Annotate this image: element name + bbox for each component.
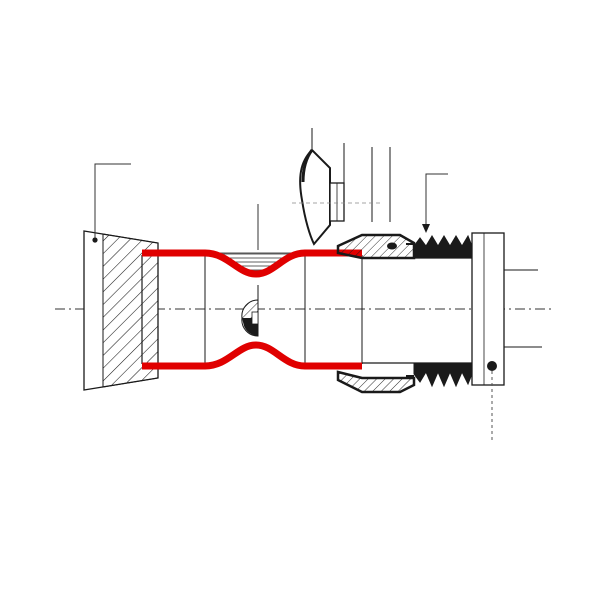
pin-hole-icon — [487, 361, 497, 440]
leader-spring — [422, 173, 448, 233]
spring-bellows-icon — [406, 234, 473, 388]
right-housing-upper — [336, 233, 416, 260]
right-housing-lower — [336, 370, 416, 394]
red-profile — [142, 249, 362, 370]
hatched-fixture-icon — [83, 230, 159, 391]
roller-tool-icon — [292, 128, 391, 246]
leader-fixture — [94, 163, 131, 238]
end-cap-flange — [471, 232, 542, 386]
ball-insert-icon — [241, 299, 259, 337]
